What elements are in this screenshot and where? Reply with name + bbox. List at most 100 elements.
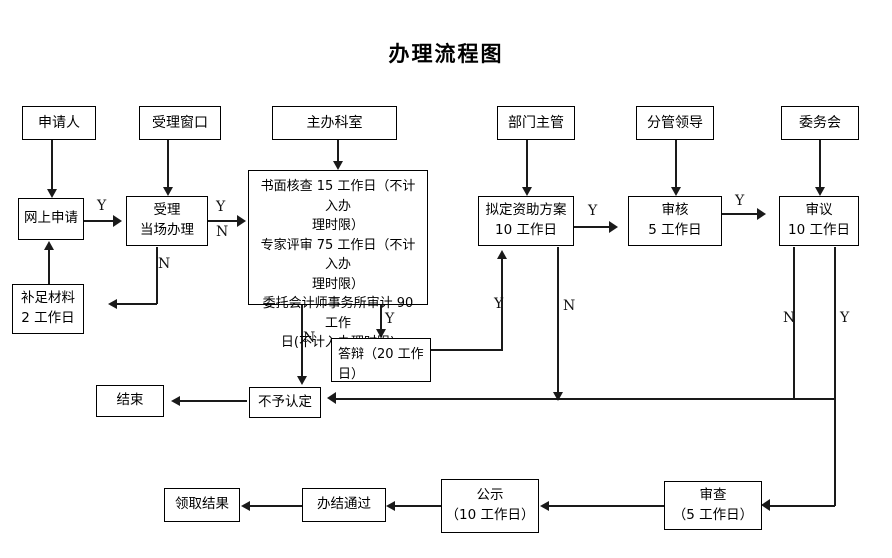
label-plan-to-examine-yes: Y — [588, 203, 598, 219]
edge-return-to-reject — [336, 398, 834, 401]
node-accept-onsite: 受理 当场办理 — [126, 196, 208, 246]
lane-header-applicant-label: 申请人 — [38, 114, 80, 131]
edge-host-to-review — [337, 140, 339, 162]
arrow-supplement-to-online — [44, 241, 54, 250]
node-defense-line2: 日） — [338, 366, 365, 382]
edge-deliberate-yes-down — [834, 247, 836, 506]
node-examine-line2: 5 工作日 — [648, 222, 702, 238]
arrow-committee-to-deliberate — [815, 187, 825, 196]
label-plan-no: N — [563, 298, 576, 314]
arrow-defense-to-plan — [497, 250, 507, 259]
node-review-detail-line5: 委托会计师事务所审计 90 工作 — [262, 296, 414, 331]
arrow-review-to-defense — [376, 329, 386, 338]
lane-header-committee: 委务会 — [781, 106, 859, 140]
lane-header-host-section-label: 主办科室 — [306, 114, 363, 131]
edge-plan-to-examine — [574, 226, 612, 229]
edge-defense-up — [501, 258, 503, 350]
node-deliberate-line1: 审议 — [805, 202, 833, 219]
arrow-applicant-to-online — [47, 189, 57, 198]
label-deliberate-yes-down: Y — [840, 310, 850, 326]
lane-header-committee-label: 委务会 — [799, 114, 841, 131]
edge-plan-no-down — [557, 247, 559, 394]
node-examine: 审核 5 工作日 — [628, 196, 722, 246]
node-supplement-materials-line1: 补足材料 — [21, 290, 75, 307]
node-review-detail-line2: 理时限） — [311, 218, 364, 233]
edge-accept-back-vertical — [156, 247, 158, 304]
page-title: 办理流程图 — [388, 41, 504, 66]
edge-dept-to-plan — [526, 140, 528, 188]
node-supplement-materials: 补足材料 2 工作日 — [12, 284, 84, 334]
label-review-to-reject-no: N — [303, 330, 316, 346]
arrow-inspect-to-publicize — [540, 501, 549, 511]
arrow-review-to-reject — [297, 376, 307, 385]
node-end: 结束 — [96, 385, 164, 417]
node-examine-line1: 审核 — [661, 202, 689, 219]
edge-review-to-reject — [301, 305, 303, 377]
edge-committee-to-deliberate — [819, 140, 821, 188]
arrow-dept-to-plan — [522, 187, 532, 196]
label-review-to-defense-yes: Y — [385, 311, 395, 327]
edge-supplement-to-online — [48, 249, 50, 285]
edge-examine-to-deliberate — [722, 213, 760, 216]
node-not-recognized: 不予认定 — [249, 387, 321, 418]
label-examine-to-deliberate-yes: Y — [735, 193, 745, 209]
arrow-return-to-reject — [327, 392, 336, 404]
node-online-application-label: 网上申请 — [24, 210, 78, 227]
arrow-accept-to-review — [237, 215, 246, 227]
edge-accept-back-horizontal — [116, 303, 157, 305]
node-review-detail: 书面核查 15 工作日（不计入办 理时限） 专家评审 75 工作日（不计入办 理… — [248, 170, 428, 350]
edge-deliberate-yes-to-inspect — [770, 505, 835, 508]
node-collect-result: 领取结果 — [164, 488, 240, 522]
label-accept-out-no: N — [216, 224, 229, 240]
node-defense: 答辩（20 工作 日） — [331, 338, 431, 382]
label-accept-out-yes: Y — [216, 199, 226, 215]
arrow-completed-to-collect — [241, 501, 250, 511]
arrow-plan-no-down — [553, 392, 563, 401]
edge-online-to-accept — [84, 220, 116, 223]
arrow-plan-to-examine — [609, 221, 618, 233]
lane-header-applicant: 申请人 — [22, 106, 96, 140]
arrow-examine-to-deliberate — [757, 208, 766, 220]
label-defense-to-plan-yes: Y — [494, 296, 504, 312]
node-publicize-line2: （10 工作日） — [445, 507, 535, 523]
edge-window-to-accept — [167, 140, 169, 188]
node-completed-label: 办结通过 — [317, 496, 371, 513]
node-review-detail-line1: 书面核查 15 工作日（不计入办 — [260, 179, 416, 214]
node-inspect-line1: 审查 — [699, 486, 727, 503]
node-draft-plan-line2: 10 工作日 — [495, 222, 557, 238]
node-publicize: 公示 （10 工作日） — [441, 479, 539, 533]
node-review-detail-line3: 专家评审 75 工作日（不计入办 — [260, 237, 416, 273]
edge-inspect-to-publicize — [548, 505, 665, 507]
arrow-deliberate-yes-to-inspect — [761, 499, 770, 511]
node-deliberate-line2: 10 工作日 — [788, 222, 850, 238]
arrow-reject-to-end — [171, 396, 180, 406]
lane-header-acceptance-window-label: 受理窗口 — [152, 114, 208, 131]
node-draft-plan: 拟定资助方案 10 工作日 — [478, 196, 574, 246]
node-supplement-materials-line2: 2 工作日 — [21, 310, 75, 326]
arrow-deputy-to-examine — [671, 187, 681, 196]
node-not-recognized-label: 不予认定 — [258, 393, 312, 410]
edge-deputy-to-examine — [675, 140, 677, 188]
edge-defense-right — [431, 349, 503, 352]
label-accept-back-no: N — [158, 256, 171, 272]
lane-header-host-section: 主办科室 — [272, 106, 397, 140]
lane-header-department-head: 部门主管 — [497, 106, 575, 140]
node-online-application: 网上申请 — [18, 198, 84, 240]
arrow-accept-back-left — [108, 299, 117, 309]
edge-publicize-to-completed — [394, 505, 442, 507]
arrow-window-to-accept — [163, 187, 173, 196]
node-accept-onsite-line2: 当场办理 — [140, 222, 194, 238]
edge-deliberate-no-down — [793, 247, 795, 398]
label-deliberate-no: N — [783, 310, 796, 326]
node-draft-plan-line1: 拟定资助方案 — [485, 202, 567, 219]
lane-header-acceptance-window: 受理窗口 — [139, 106, 221, 140]
edge-accept-to-review — [208, 220, 240, 223]
node-completed: 办结通过 — [302, 488, 386, 522]
arrow-host-to-review — [333, 161, 343, 170]
node-review-detail-line4: 理时限） — [311, 276, 364, 292]
edge-review-to-defense — [380, 305, 382, 331]
node-end-label: 结束 — [116, 392, 144, 409]
edge-applicant-to-online — [51, 140, 53, 190]
lane-header-deputy-leader: 分管领导 — [636, 106, 714, 140]
